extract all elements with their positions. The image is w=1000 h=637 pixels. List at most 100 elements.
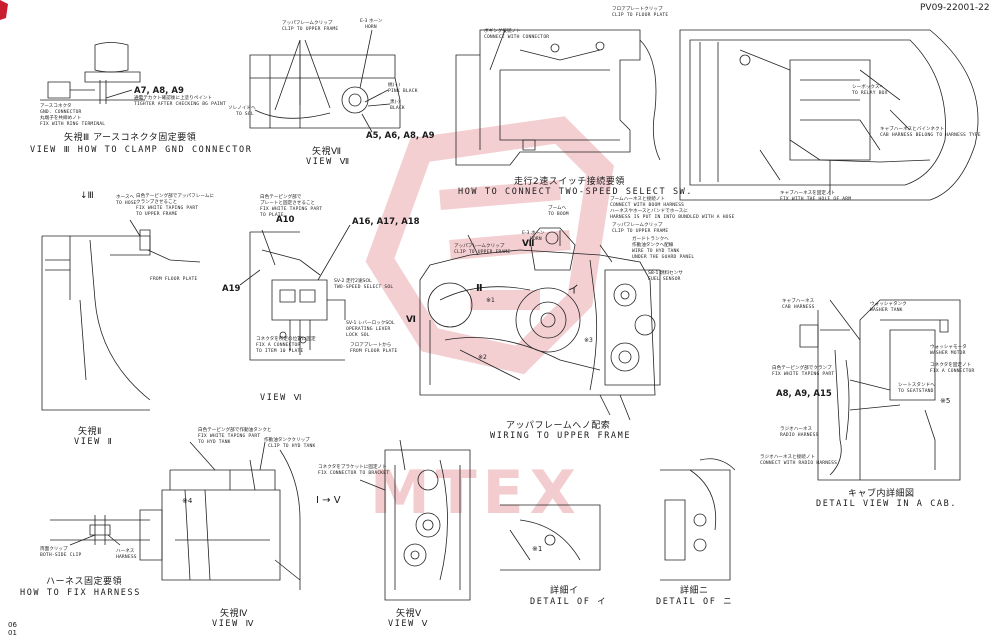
upper-caption-jp: アッパフレームへノ配索 (506, 421, 611, 431)
two-speed-note-clip-jp: フロアプレートクリップ (612, 7, 663, 12)
fix-harness-note-clip-jp: 両面クリップ (40, 547, 68, 552)
cab-top-note-harness-en: CAB HARNESS BELONG TO HARNESS TYPE (880, 133, 981, 138)
view3-caption-en: VIEW Ⅲ HOW TO CLAMP GND CONNECTOR (30, 145, 253, 155)
view2-note-hose-jp: ホースへ (116, 195, 135, 200)
view6-caption-en: VIEW Ⅵ (260, 393, 304, 403)
fix-harness-caption-en: HOW TO FIX HARNESS (20, 588, 141, 598)
fix-harness-note-harness-en: HARNESS (116, 555, 137, 560)
cab-top-note-fix-en: FIX WITH THE HOLE OF ARM (780, 197, 852, 202)
view7-note-clip-en: CLIP TO UPPER FRAME (282, 27, 339, 32)
fix-harness-caption-jp: ハーネス固定要領 (46, 577, 123, 587)
view7-note-sol-en: TO SOL (236, 112, 254, 117)
view3-note-ring-en: FIX WITH RING TERMINAL (40, 122, 106, 127)
view6-note-connector-en-2: TO ITEM 10 PLATE (256, 349, 304, 354)
view4-caption-jp: 矢視Ⅳ (220, 609, 248, 619)
watermark-text: MTEX (370, 458, 582, 528)
view6-refs-top: A16, A17, A18 (352, 217, 420, 227)
upper-note-clip2-en: CLIP TO UPPER FRAME (454, 250, 511, 255)
view2-note-white-en-2: TO UPPER FRAME (136, 212, 178, 217)
cab-top-drawing (680, 30, 978, 200)
view6-note-sv2-jp: SV-2 走行2速SOL (334, 279, 372, 284)
upper-note-boom-jp: ブームへ (548, 206, 567, 211)
upper-mark-i: イ (568, 283, 579, 296)
view6-note-white-en-2: TO PLATE (260, 213, 284, 218)
cab-detail-mark-5: ※5 (940, 397, 951, 405)
upper-note-guard-jp: ガードトランクへ (632, 237, 669, 242)
view4-arrow-v: I → Ⅴ (316, 495, 341, 507)
cab-detail-note-white-jp: 白色テーピング部でクランプ (772, 366, 832, 371)
view6-note-connector-en-1: FIX A CONNECTOR (256, 343, 301, 348)
view3-note-paint-jp: 通電テカクト確認後に上塗りペイント (134, 96, 213, 101)
cab-detail-note-radioconn-en: CONNECT WITH RADIO HARNESS (760, 461, 838, 466)
view2-note-hose-en: TO HOSE (116, 201, 137, 206)
view7-note-clip-jp: アッパフレームクリップ (282, 21, 333, 26)
upper-note-boomharness-en: CONNECT WITH BOOM HARNESS (610, 203, 685, 208)
cab-top-note-relay-en: TO RELAY BOX (852, 91, 888, 96)
document-id: PV09-22001-22 (920, 3, 990, 13)
view2-arrow-iii: ↓Ⅲ (80, 191, 94, 201)
view7-note-black-en: BLACK (390, 106, 405, 111)
view7-drawing (250, 30, 400, 132)
view4-note-white-en-1: FIX WHITE TAPING PART (198, 434, 261, 439)
two-speed-caption-jp: 走行2速スイッチ接続要領 (514, 177, 625, 187)
two-speed-caption-en: HOW TO CONNECT TWO-SPEED SELECT SW. (458, 187, 694, 197)
upper-mark-vii: Ⅶ (522, 239, 535, 249)
upper-mark-n2: ※2 (478, 354, 487, 361)
view7-note-sol-jp: ソレノイドへ (228, 106, 256, 111)
view3-caption-jp: 矢視Ⅲ アースコネクタ固定要領 (64, 133, 197, 143)
view4-drawing (140, 442, 300, 590)
upper-note-hyd-en-1: WIRE TO HYD TANK (632, 249, 680, 254)
view6-note-floor-en: FROM FLOOR PLATE (350, 349, 398, 354)
cab-detail-note-seat-jp: シートスタンドへ (898, 383, 935, 388)
view4-arrow-glyph: I → (316, 495, 331, 506)
view5-drawing (360, 440, 470, 600)
view2-note-white-jp-2: クランプさせること (136, 200, 178, 205)
view3-refs: A7, A8, A9 (134, 86, 184, 96)
view7-caption-jp: 矢視Ⅶ (312, 147, 342, 157)
upper-note-horn-en: HORN (530, 237, 542, 242)
view7-note-black-jp: 黒(-) (390, 100, 400, 105)
view5-caption-jp: 矢視Ⅴ (396, 609, 422, 619)
detail-ni-caption-jp: 詳細ニ (680, 586, 709, 596)
view3-note-gnd-en: GND. CONNECTOR (40, 110, 82, 115)
detail-ni-caption-en: DETAIL OF ニ (656, 597, 734, 607)
page-mark-bottom: 01 (8, 629, 17, 637)
view4-note-white-en-2: TO HYD TANK (198, 440, 231, 445)
view4-note-clip-en: CLIP TO HYD TANK (268, 444, 316, 449)
view7-note-pink-en: PINK BLACK (388, 89, 418, 94)
detail-i-drawing (500, 505, 600, 570)
detail-i-caption-en: DETAIL OF イ (530, 597, 608, 607)
view2-caption-jp: 矢視Ⅱ (78, 427, 102, 437)
view6-note-white-jp-1: 白色テーピング部で (260, 195, 302, 200)
view7-note-horn-en: HORN (365, 25, 377, 30)
cab-detail-note-washer-jp: ウォッシャタンク (870, 302, 907, 307)
view6-note-white-en-1: FIX WHITE TAPING PART (260, 207, 323, 212)
upper-note-fuel-en: FUEL SENSOR (648, 277, 681, 282)
cab-detail-note-motor-en: WASHER MOTOR (930, 351, 966, 356)
cab-detail-note-connector-en: FIX A CONNECTOR (930, 369, 975, 374)
upper-note-horn-jp: E-3 ホーン (522, 231, 545, 236)
upper-note-clip1-en: CLIP TO UPPER FRAME (612, 229, 669, 234)
view2-note-white-en-1: FIX WHITE TAPING PART (136, 206, 199, 211)
upper-note-hose-en: HARNESS IS PUT IN INTO BUNDLED WITH A HO… (610, 215, 735, 220)
cab-detail-note-connector-jp: コネクタを固定ノト (930, 363, 972, 368)
upper-note-fuel-jp: S8-1 燃料センサ (648, 271, 683, 276)
cab-detail-note-harness-en: CAB HARNESS (782, 305, 815, 310)
cab-detail-note-white-en: FIX WHITE TAPING PART (772, 372, 835, 377)
view5-note-connector-jp: コネクタをブラケットに固定ノト (318, 465, 387, 470)
upper-note-hose-jp: ハーネスやホースとバンドでホースに (610, 209, 688, 214)
upper-note-hyd-en-2: UNDER THE GUARD PANEL (632, 255, 695, 260)
view4-note-clip-jp: 作動油タンククリップ (264, 438, 310, 443)
two-speed-note-connect-jp: ボギング接続ノト (484, 29, 521, 34)
view4-arrow-label: Ⅴ (333, 495, 341, 506)
upper-mark-n3: ※3 (584, 337, 593, 344)
view3-note-gnd-jp: アースコネクタ (40, 104, 72, 109)
view6-note-sv1-en: OPERATING LEVER (346, 327, 391, 332)
view4-caption-en: VIEW Ⅳ (212, 619, 256, 629)
view2-drawing (42, 220, 200, 410)
cab-detail-drawing (800, 300, 960, 480)
view7-refs: A5, A6, A8, A9 (366, 131, 435, 141)
view6-note-white-jp-2: プレートと固定させること (260, 201, 316, 206)
